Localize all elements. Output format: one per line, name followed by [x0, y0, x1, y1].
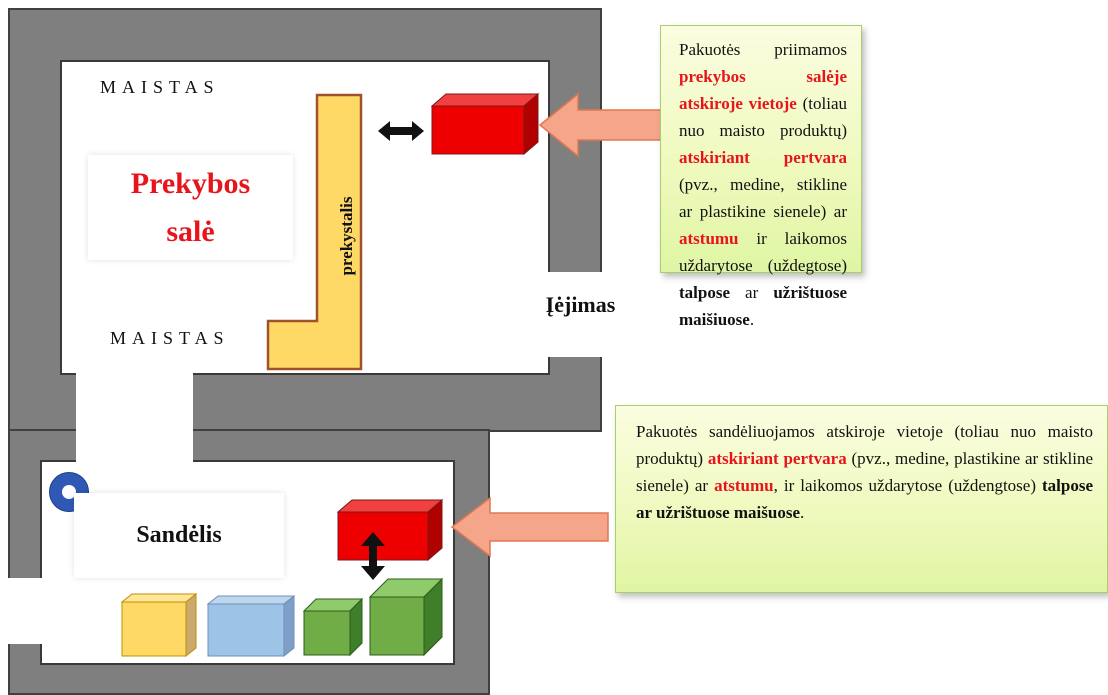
vertical-double-arrow-icon	[361, 532, 385, 580]
yellow-box	[120, 592, 198, 658]
note-top-bold-2: užrištuose maišiuose	[679, 283, 847, 329]
note-bottom-text-4: .	[800, 503, 805, 522]
pointer-arrow-bottom	[450, 496, 609, 558]
note-bottom-red-1: atskiriant pertvara	[707, 449, 847, 468]
sales-hall-label-line2: salė	[166, 214, 215, 248]
note-top-text-2: (toliau nuo maisto produktų)	[679, 94, 847, 140]
note-top-text-1: Pakuotės priimamos	[679, 40, 847, 59]
note-top-text-6: .	[749, 310, 755, 329]
food-label-top: MAISTAS	[100, 77, 220, 97]
sales-hall-label-line1: Prekybos	[130, 166, 251, 200]
red-waste-box-top	[430, 92, 540, 156]
note-top-red-2: atskiriant pertvara	[679, 148, 847, 167]
note-bottom-bold-1: talpose ar užrištuose maišuose	[636, 476, 1093, 522]
horizontal-double-arrow-icon	[378, 121, 424, 141]
note-top-bold-1: talpose	[679, 283, 730, 302]
note-bottom-text-1: Pakuotės sandėliuojamos atskiroje vietoj…	[636, 422, 1093, 468]
note-bottom-text-3: , ir laikomos uždarytose (uždengtose)	[773, 476, 1042, 495]
counter-label: prekystalis	[337, 196, 356, 276]
warehouse-side-opening	[0, 578, 110, 644]
corridor-gap-lower	[76, 429, 193, 462]
pointer-arrow-top	[538, 92, 663, 158]
note-bottom-text-2: (pvz., medine, plastikine ar stikline si…	[636, 449, 1094, 495]
blue-box	[206, 594, 296, 658]
green-box-large	[368, 577, 444, 657]
sales-hall-label: Prekybos salė	[88, 155, 293, 260]
green-box-small	[302, 597, 364, 657]
note-top-text-5: ar	[730, 283, 774, 302]
note-top-red-1: prekybos salėje atskiroje vietoje	[679, 67, 847, 113]
red-waste-box-bottom	[336, 498, 444, 562]
note-top-red-3: atstumu	[679, 229, 739, 248]
entrance-label: Įėjimas	[498, 282, 663, 327]
note-bottom-red-2: atstumu	[714, 476, 774, 495]
note-top-text-3: (pvz., medine, stikline ar plastikine si…	[679, 175, 847, 221]
note-top-text-4: ir laikomos uždarytose (uždegtose)	[679, 229, 847, 275]
warehouse-label: Sandėlis	[74, 493, 284, 578]
food-label-bottom: MAISTAS	[110, 328, 230, 348]
note-sales-hall: Pakuotės priimamos prekybos salėje atski…	[660, 25, 862, 329]
counter-shape	[266, 93, 363, 371]
note-warehouse: Pakuotės sandėliuojamos atskiroje vietoj…	[615, 405, 1108, 593]
